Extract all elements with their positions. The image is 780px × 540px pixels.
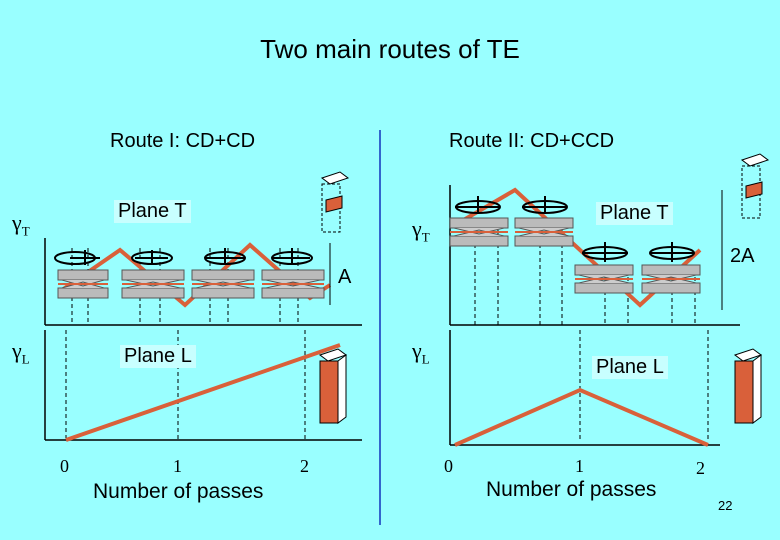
route1-plane-t-label: Plane T bbox=[114, 200, 191, 223]
route2-gamma-t: γT bbox=[412, 216, 430, 245]
route1-gamma-l: γL bbox=[12, 338, 30, 367]
route2-tick-0: 0 bbox=[444, 456, 453, 476]
route1-tick-0: 0 bbox=[60, 456, 69, 476]
route2-x-axis-label: Number of passes bbox=[486, 478, 657, 501]
route1-tick-2: 2 bbox=[300, 456, 309, 476]
route2-plane-l-path bbox=[454, 387, 709, 447]
route2-gamma-l: γL bbox=[412, 338, 430, 367]
route1-graphics bbox=[44, 171, 362, 442]
route2-tick-1: 1 bbox=[575, 456, 584, 476]
route1-x-axis-label: Number of passes bbox=[93, 480, 264, 503]
route1-rotation-icons bbox=[54, 248, 313, 265]
route2-rotation-icons bbox=[455, 196, 695, 262]
route1-plane-l-label: Plane L bbox=[120, 345, 196, 368]
slide-title: Two main routes of TE bbox=[260, 34, 520, 64]
route2-graphics bbox=[449, 153, 770, 447]
route2-dimension-label: 2A bbox=[730, 245, 755, 267]
route2-plane-t-prism bbox=[740, 153, 770, 219]
route1-tick-1: 1 bbox=[173, 456, 182, 476]
route2-plane-l-label: Plane L bbox=[592, 356, 668, 379]
route1-plane-t-prism bbox=[320, 171, 350, 233]
route1-gamma-t: γT bbox=[12, 210, 30, 239]
page-number: 22 bbox=[718, 498, 733, 513]
route1-heading: Route I: CD+CD bbox=[110, 130, 256, 152]
route2-samples bbox=[449, 217, 701, 294]
route2-tick-2: 2 bbox=[696, 458, 705, 478]
route1-plane-l-bar bbox=[318, 348, 348, 424]
route1-samples bbox=[57, 269, 325, 299]
route2-plane-t-label: Plane T bbox=[596, 202, 673, 225]
route2-plane-l-bar bbox=[733, 348, 763, 424]
route1-dimension-label: A bbox=[338, 266, 352, 288]
route2-heading: Route II: CD+CCD bbox=[449, 130, 615, 152]
route1-plane-l-path bbox=[65, 343, 341, 442]
